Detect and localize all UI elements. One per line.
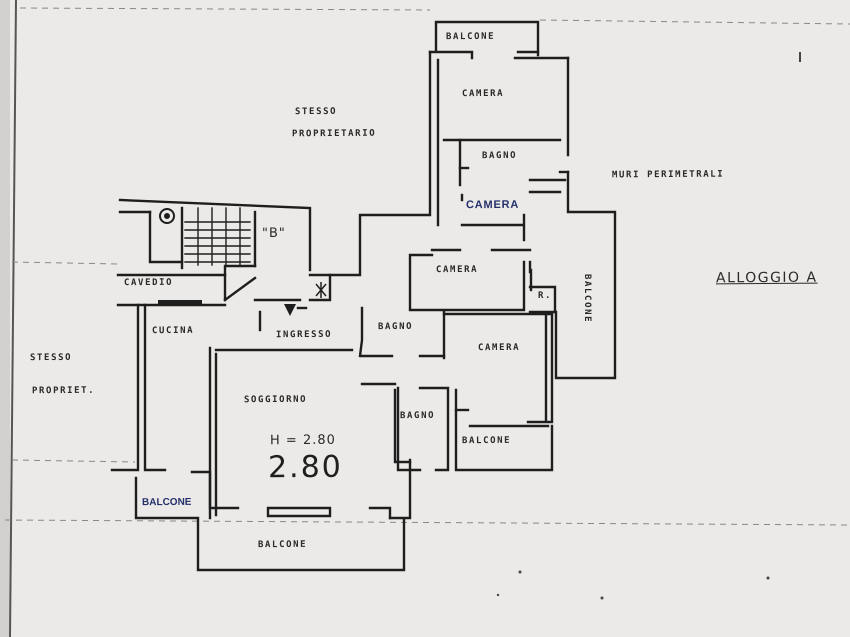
room-label-bagno-small: BAGNO bbox=[399, 410, 436, 422]
label-stesso-propriet-2: PROPRIET. bbox=[31, 385, 96, 397]
star-mark-icon bbox=[315, 282, 327, 298]
room-label-cucina: CUCINA bbox=[151, 325, 195, 337]
plan-title: ALLOGGIO A bbox=[715, 269, 818, 287]
paper-edge-line bbox=[9, 0, 17, 637]
room-label-ingresso: INGRESSO bbox=[275, 329, 333, 341]
label-muri-perimetrali: MURI PERIMETRALI bbox=[611, 169, 725, 181]
room-label-soggiorno: SOGGIORNO bbox=[243, 394, 308, 406]
label-ceiling-height: H = 2.80 bbox=[269, 432, 336, 449]
specks bbox=[496, 52, 801, 600]
room-label-camera-top: CAMERA bbox=[461, 88, 505, 100]
room-label-camera-mid: CAMERA bbox=[435, 264, 479, 276]
room-label-cavedio: CAVEDIO bbox=[123, 277, 174, 289]
room-label-balcone-small: BALCONE bbox=[141, 496, 192, 509]
room-label-camera-blue: CAMERA bbox=[465, 198, 520, 212]
lift-symbol bbox=[159, 208, 175, 224]
label-stesso-proprietario: STESSO bbox=[294, 106, 338, 118]
walls bbox=[110, 20, 617, 572]
entrance-arrow-icon bbox=[284, 304, 296, 316]
room-label-balcone-right: BALCONE bbox=[582, 274, 592, 324]
room-label-bagno-mid: BAGNO bbox=[377, 321, 414, 333]
room-label-balcone-top: BALCONE bbox=[445, 31, 496, 43]
room-label-camera-right: CAMERA bbox=[477, 342, 521, 354]
label-stesso-propriet: STESSO bbox=[29, 352, 73, 364]
reference-lines bbox=[4, 7, 850, 526]
label-ceiling-height-big: 2.80 bbox=[267, 449, 343, 486]
label-stair-b: "B" bbox=[261, 225, 286, 242]
paper-edge bbox=[0, 0, 10, 637]
room-label-bagno-top: BAGNO bbox=[481, 150, 518, 162]
room-label-r: R. bbox=[537, 290, 553, 302]
label-stesso-proprietario-2: PROPRIETARIO bbox=[291, 128, 377, 140]
room-label-balcone-bottom: BALCONE bbox=[257, 539, 308, 551]
room-label-balcone-right-low: BALCONE bbox=[461, 435, 512, 447]
